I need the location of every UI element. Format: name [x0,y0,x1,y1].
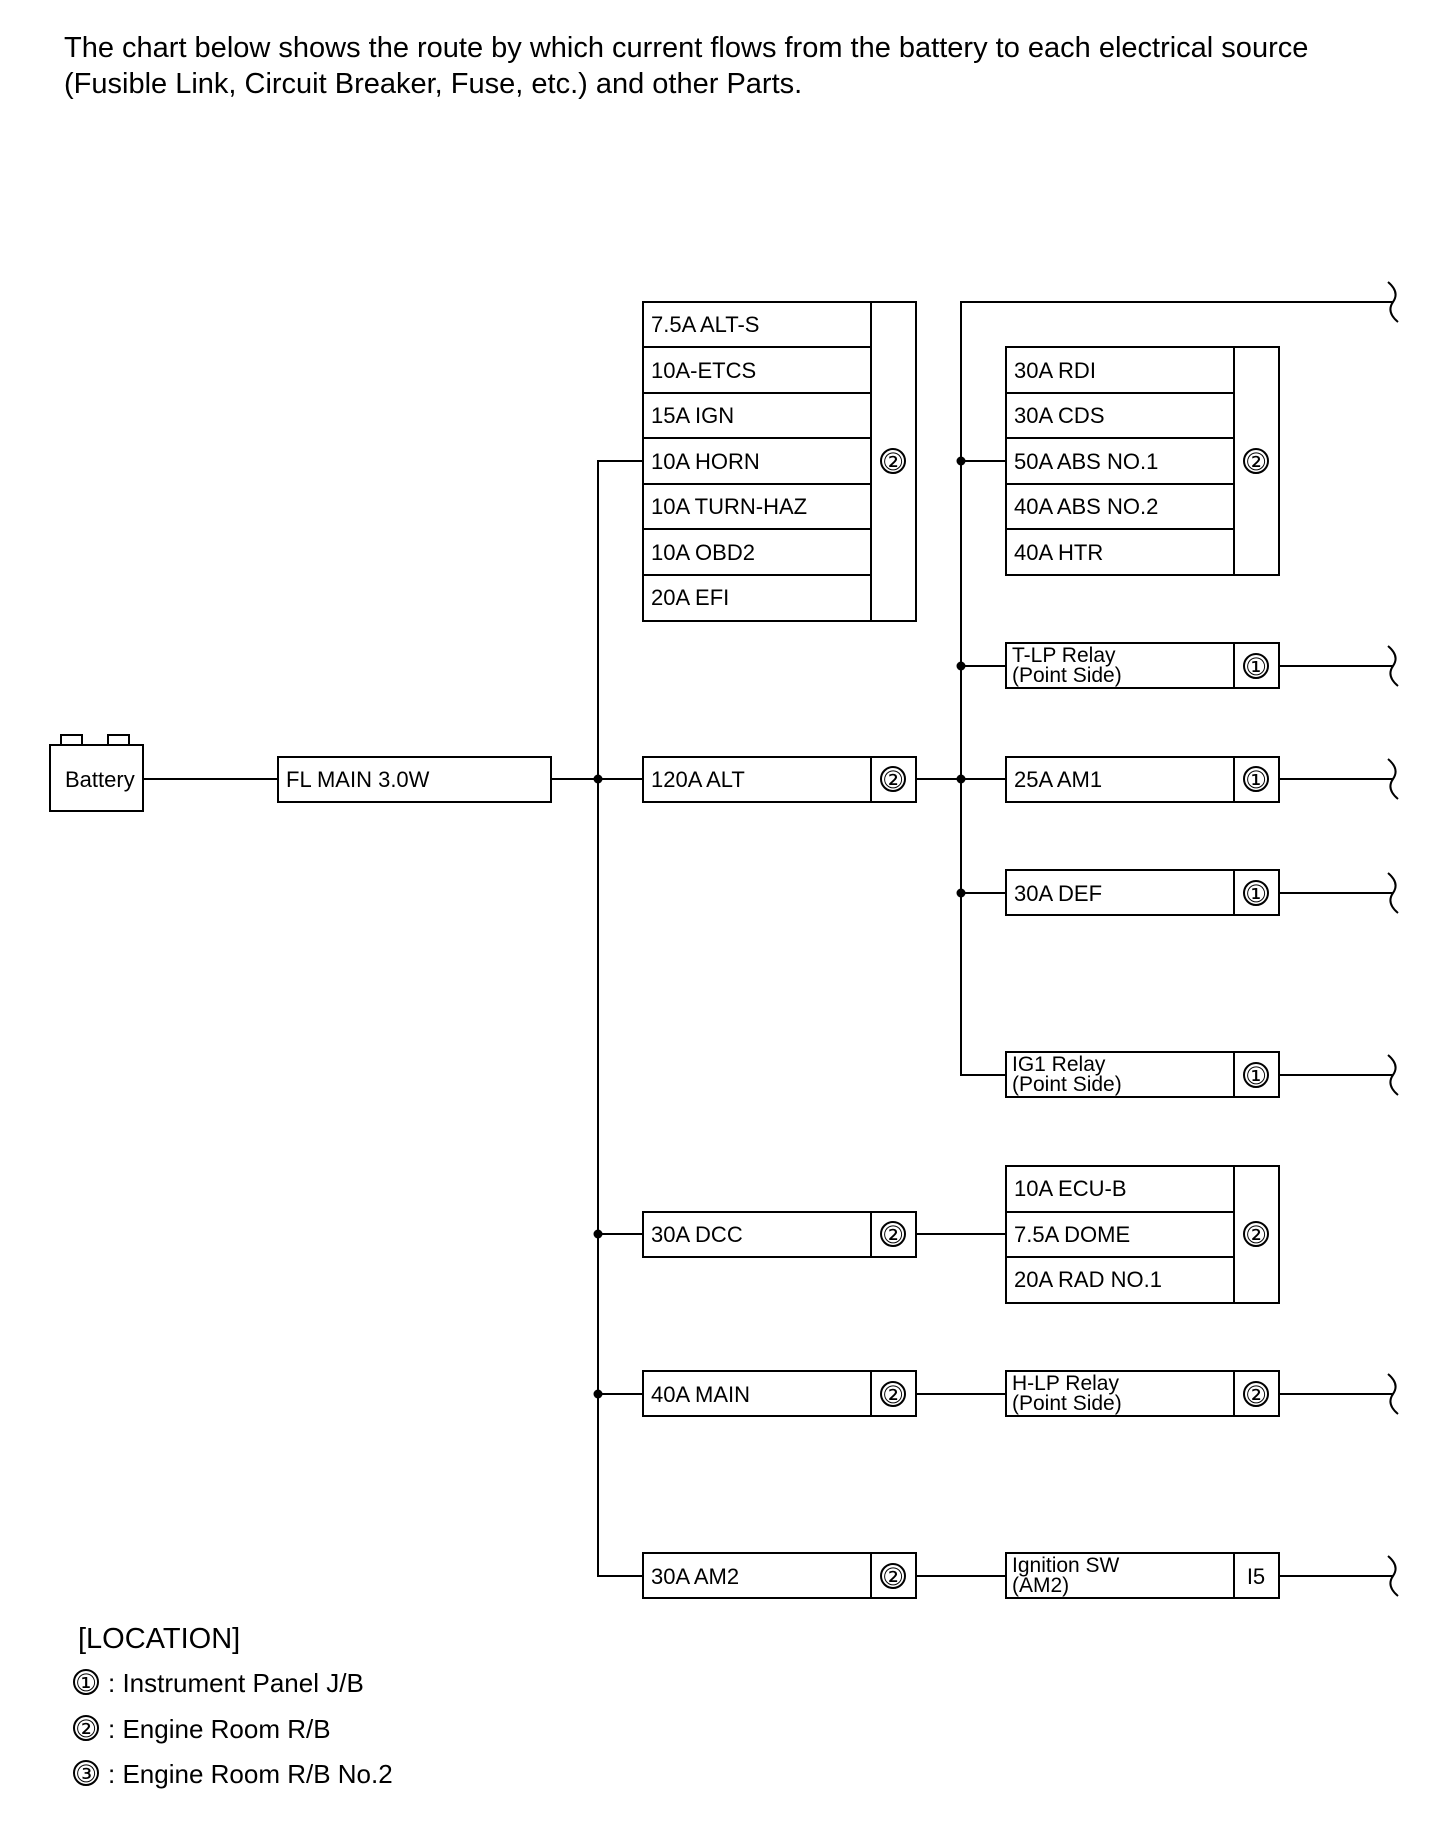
alt-fuse-location: ② [882,766,904,794]
top-group-box [642,301,917,622]
alt-item-0: 30A RDI [1014,358,1096,383]
dcc-location: ② [882,1221,904,1249]
alt-item-2: 50A ABS NO.1 [1014,449,1158,474]
top-item-0: 7.5A ALT-S [651,312,759,337]
intro-line-1: The chart below shows the route by which… [64,32,1309,64]
battery-terminal-left [60,734,83,746]
dcc-group-location: ② [1245,1221,1267,1249]
tlp-relay-location: ① [1245,653,1267,681]
tlp-relay-line1: T-LP Relay [1012,644,1116,667]
break-mark [1387,1373,1399,1415]
def-location: ① [1245,880,1267,908]
ig1-relay-location: ① [1245,1062,1267,1090]
top-item-2: 15A IGN [651,403,734,428]
def-label: 30A DEF [1014,881,1102,906]
top-item-6: 20A EFI [651,585,729,610]
legend-symbol-3: ③ [75,1760,97,1788]
am1-label: 25A AM1 [1014,767,1102,792]
hlp-relay-line1: H-LP Relay [1012,1372,1119,1395]
main-fuse-location: ② [882,1381,904,1409]
break-mark [1387,645,1399,687]
dcc-item-1: 7.5A DOME [1014,1222,1130,1247]
am1-location: ① [1245,766,1267,794]
legend-symbol-2: ② [75,1715,97,1743]
top-item-3: 10A HORN [651,449,760,474]
top-item-1: 10A-ETCS [651,358,756,383]
dcc-item-2: 20A RAD NO.1 [1014,1267,1162,1292]
dcc-label: 30A DCC [651,1222,743,1247]
alt-item-4: 40A HTR [1014,540,1103,565]
am2-label: 30A AM2 [651,1564,739,1589]
junction-dots [593,456,966,1399]
intro-text: The chart below shows the route by which… [64,30,1424,102]
alt-group-box [1005,346,1280,576]
legend-text-2: : Engine Room R/B [108,1714,331,1744]
alt-item-1: 30A CDS [1014,403,1105,428]
alt-group-location: ② [1245,448,1267,476]
hlp-relay-location: ② [1245,1381,1267,1409]
wire-alt-bus [960,301,1393,1076]
am2-location: ② [882,1563,904,1591]
intro-line-2: (Fusible Link, Circuit Breaker, Fuse, et… [64,68,803,100]
ignition-sw-location: I5 [1247,1564,1265,1589]
break-mark [1387,1555,1399,1597]
fl-main-label: FL MAIN 3.0W [286,767,430,792]
top-item-4: 10A TURN-HAZ [651,494,807,519]
legend-symbol-1: ① [75,1669,97,1697]
break-mark [1387,281,1399,323]
break-mark [1387,872,1399,914]
ignition-sw-line1: Ignition SW [1012,1554,1120,1577]
legend-text-1: : Instrument Panel J/B [108,1668,364,1698]
dcc-item-0: 10A ECU-B [1014,1176,1127,1201]
hlp-relay-line2: (Point Side) [1012,1392,1122,1415]
ignition-sw-line2: (AM2) [1012,1574,1069,1597]
alt-fuse-label: 120A ALT [651,767,745,792]
battery-label: Battery [65,767,135,792]
legend-title: [LOCATION] [78,1623,240,1655]
top-group-location: ② [882,448,904,476]
ig1-relay-line2: (Point Side) [1012,1073,1122,1096]
battery-terminal-right [107,734,130,746]
break-mark [1387,758,1399,800]
break-mark [1387,1054,1399,1096]
top-item-5: 10A OBD2 [651,540,755,565]
ig1-relay-line1: IG1 Relay [1012,1053,1106,1076]
main-fuse-label: 40A MAIN [651,1382,750,1407]
top-group-location-circle [880,448,906,474]
alt-item-3: 40A ABS NO.2 [1014,494,1158,519]
legend-text-3: : Engine Room R/B No.2 [108,1759,393,1789]
dcc-group-box [1005,1165,1280,1304]
tlp-relay-line2: (Point Side) [1012,664,1122,687]
wire-main-bus [597,460,643,1577]
